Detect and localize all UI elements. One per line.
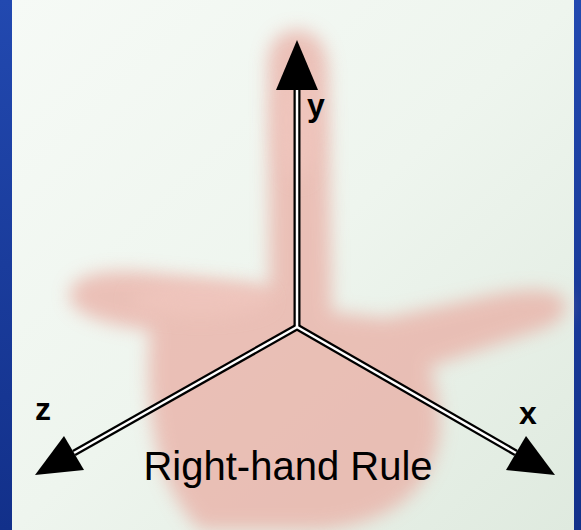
photo-ground (12, 0, 574, 530)
coordinate-axes (35, 40, 555, 475)
arrowhead (276, 40, 318, 90)
arrowhead (506, 436, 555, 475)
axis-label: x (519, 396, 537, 431)
caption-label: Right-hand Rule (143, 444, 432, 488)
axis-label: z (35, 392, 51, 427)
hand (70, 30, 566, 530)
arrowhead (35, 436, 84, 475)
axis-label: y (307, 88, 325, 123)
